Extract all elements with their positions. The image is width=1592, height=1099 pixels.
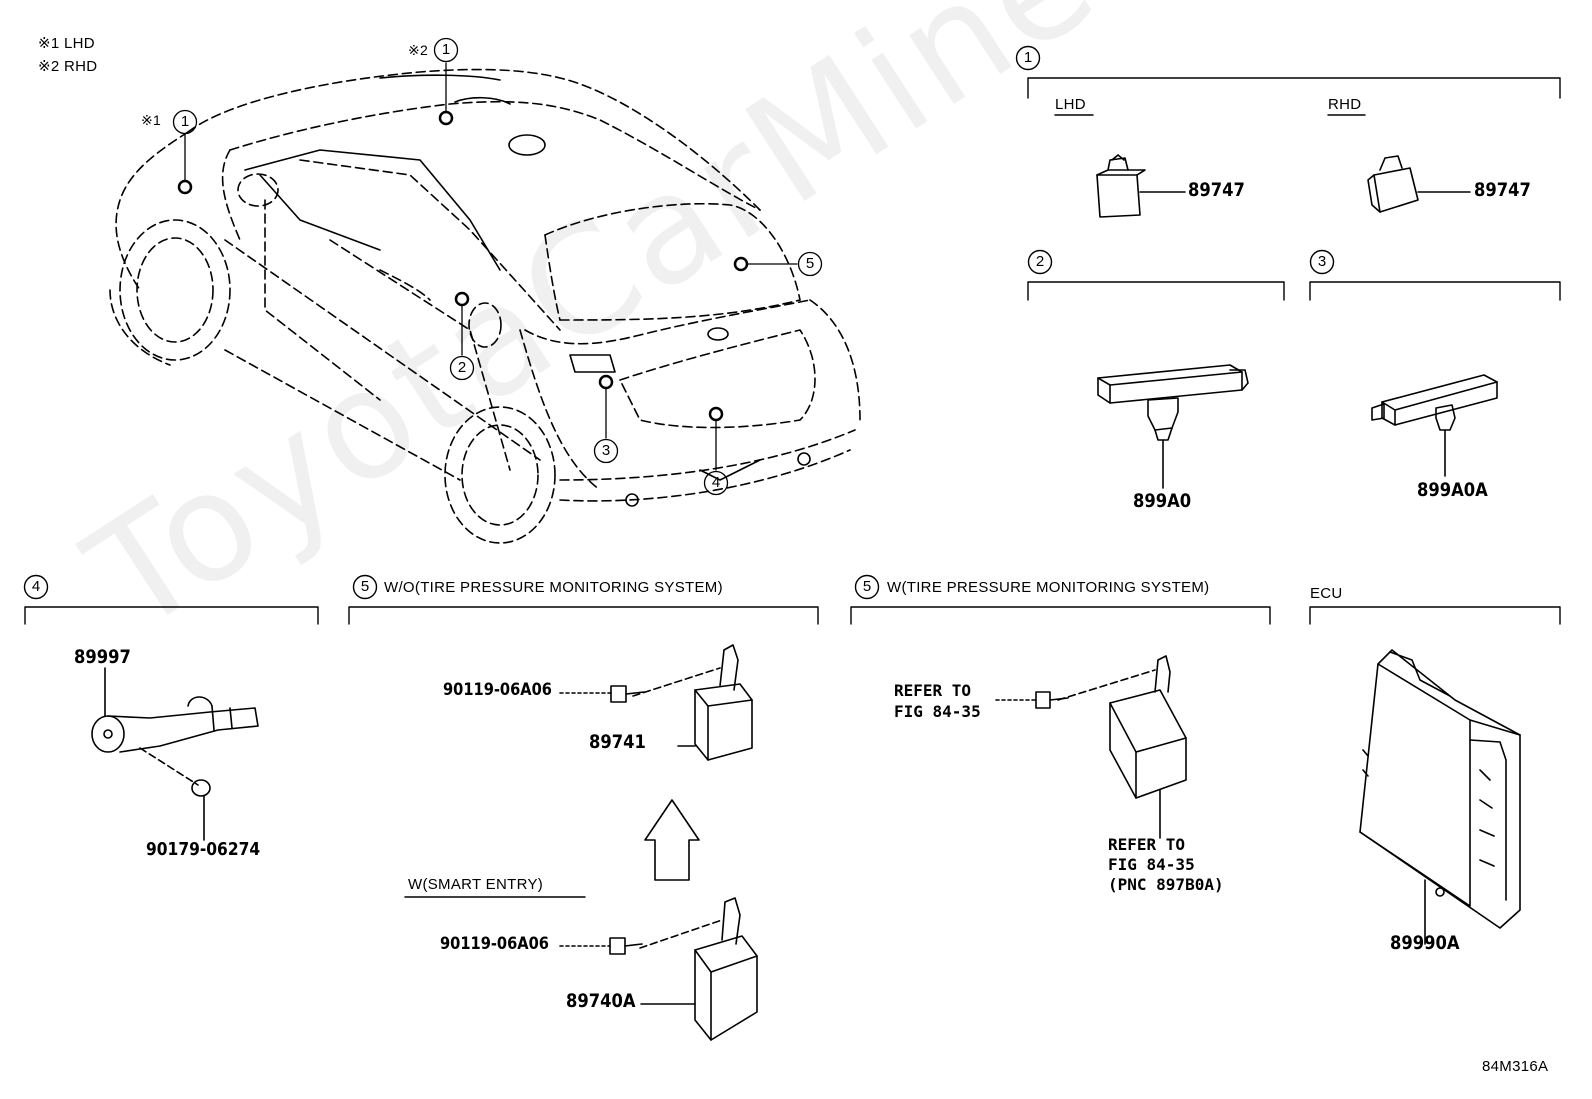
section-5b-title: W(TIRE PRESSURE MONITORING SYSTEM) — [887, 579, 1210, 596]
vehicle-solid-details — [244, 74, 811, 507]
part-89740A-drawing — [559, 897, 758, 1041]
part-number-89740A: 89740A — [566, 990, 636, 1012]
section-1-lhd-label: LHD — [1055, 96, 1086, 113]
part-number-899A0A: 899A0A — [1417, 479, 1488, 501]
car-callout-5: 5 — [805, 255, 815, 272]
vehicle-illustration — [109, 68, 861, 544]
car-note-2-mark: ※2 — [408, 42, 429, 58]
callout-circles — [172, 37, 823, 496]
part-number-89997: 89997 — [74, 646, 131, 668]
refer-fig-lower-line3: (PNC 897B0A) — [1108, 875, 1224, 894]
section-5b-number: 5 — [862, 578, 872, 595]
part-tpms-receiver-drawing — [995, 655, 1187, 839]
part-899A0A-drawing — [1371, 374, 1498, 477]
part-89747-lhd-drawing — [1096, 154, 1186, 218]
part-number-90179-06274: 90179-06274 — [146, 839, 261, 860]
section-5a-subtitle: W(SMART ENTRY) — [408, 876, 544, 893]
part-899A0-drawing — [1097, 364, 1249, 489]
car-callout-3: 3 — [601, 442, 611, 459]
part-number-899A0: 899A0 — [1133, 490, 1192, 512]
refer-fig-upper-line1: REFER TO — [894, 681, 972, 700]
part-number-90119-06A06-lower: 90119-06A06 — [440, 934, 549, 954]
legend-note-1: ※1 LHD — [38, 35, 95, 52]
part-number-89741: 89741 — [589, 731, 646, 753]
car-callout-1-rhd: 1 — [441, 41, 451, 58]
part-number-90119-06A06-upper: 90119-06A06 — [443, 680, 552, 700]
car-note-1-mark: ※1 — [141, 112, 162, 128]
legend-note-2: ※2 RHD — [38, 58, 98, 75]
figure-code: 84M316A — [1482, 1058, 1549, 1075]
callout-leaders — [184, 62, 798, 471]
section-2-number: 2 — [1035, 253, 1045, 270]
section-4-number: 4 — [31, 578, 41, 595]
section-1-rhd-label: RHD — [1328, 96, 1362, 113]
refer-fig-upper-line2: FIG 84-35 — [894, 702, 981, 721]
refer-fig-lower-line2: FIG 84-35 — [1108, 855, 1195, 874]
part-number-89747-rhd: 89747 — [1474, 179, 1531, 201]
section-3-number: 3 — [1317, 253, 1327, 270]
section-5a-title: W/O(TIRE PRESSURE MONITORING SYSTEM) — [384, 579, 723, 596]
refer-fig-lower-line1: REFER TO — [1108, 835, 1186, 854]
part-89741-drawing — [559, 644, 753, 881]
ecu-title: ECU — [1310, 585, 1343, 602]
part-number-89747-lhd: 89747 — [1188, 179, 1245, 201]
part-89990A-drawing — [1359, 649, 1521, 945]
car-callout-2: 2 — [457, 359, 467, 376]
part-89747-rhd-drawing — [1367, 155, 1471, 213]
part-89997-drawing — [91, 667, 259, 841]
section-5a-number: 5 — [360, 578, 370, 595]
section-1-number: 1 — [1023, 49, 1033, 66]
part-number-89990A: 89990A — [1390, 932, 1460, 954]
car-callout-1-lhd: 1 — [180, 113, 190, 130]
car-callout-4: 4 — [711, 474, 721, 491]
section-brackets — [23, 45, 1561, 898]
